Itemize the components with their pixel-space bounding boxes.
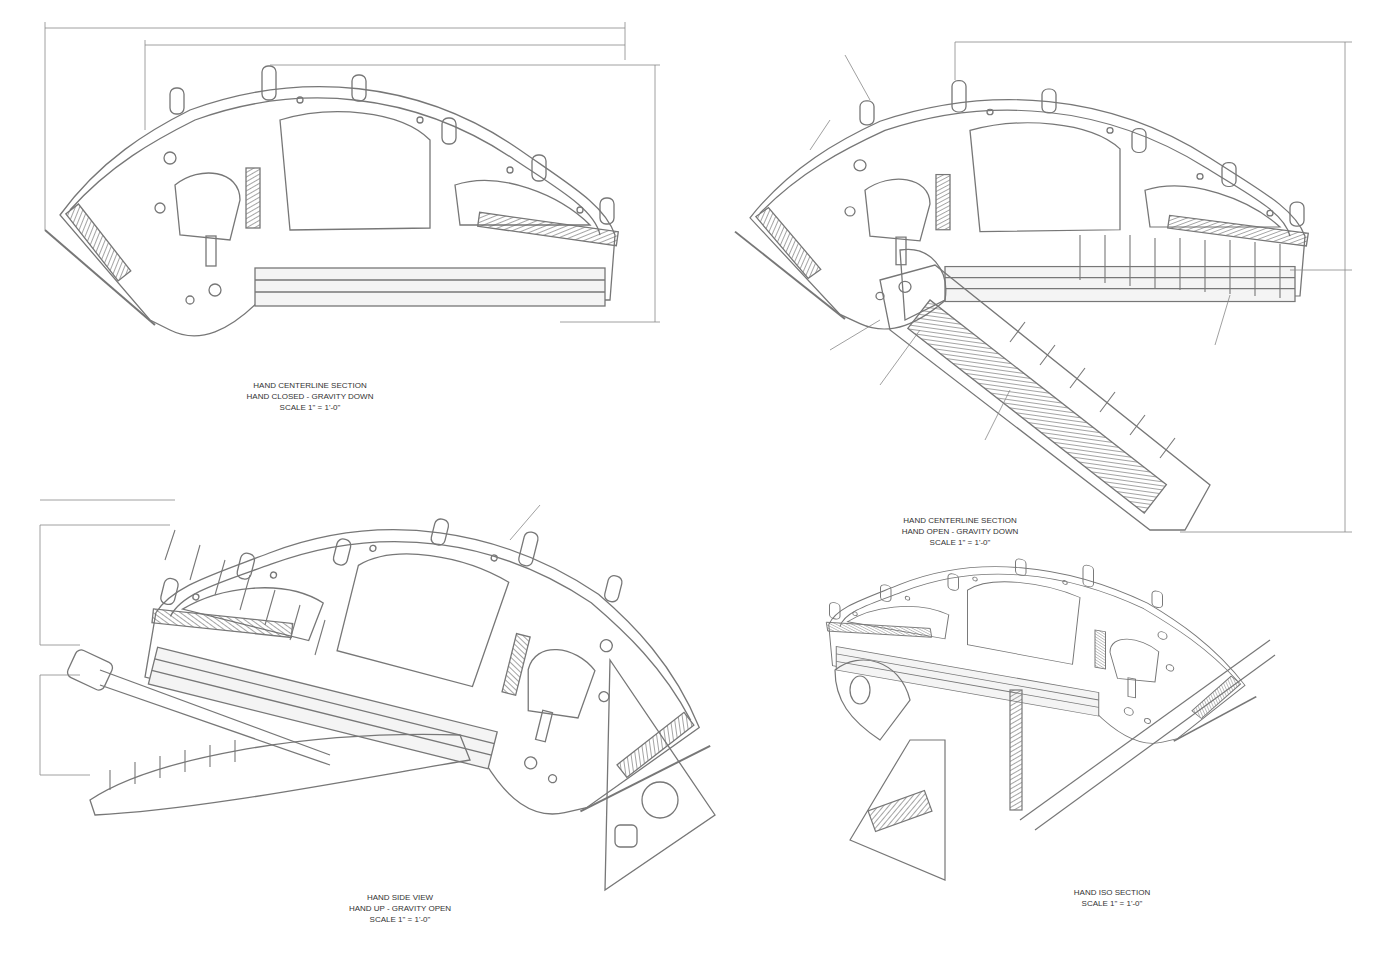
view-caption: HAND SIDE VIEW bbox=[366, 893, 434, 903]
view-caption: HAND ISO SECTION bbox=[1073, 888, 1151, 898]
view-caption: HAND CENTERLINE SECTION bbox=[252, 381, 367, 391]
view-caption: SCALE 1" = 1'-0" bbox=[929, 538, 992, 548]
view-caption: SCALE 1" = 1'-0" bbox=[279, 403, 342, 413]
view-caption: SCALE 1" = 1'-0" bbox=[369, 915, 432, 925]
view-caption: HAND CLOSED - GRAVITY DOWN bbox=[246, 392, 375, 402]
view-caption: HAND CENTERLINE SECTION bbox=[902, 516, 1017, 526]
view-caption: HAND OPEN - GRAVITY DOWN bbox=[901, 527, 1020, 537]
view-caption: HAND UP - GRAVITY OPEN bbox=[348, 904, 452, 914]
view-caption: SCALE 1" = 1'-0" bbox=[1081, 899, 1144, 909]
